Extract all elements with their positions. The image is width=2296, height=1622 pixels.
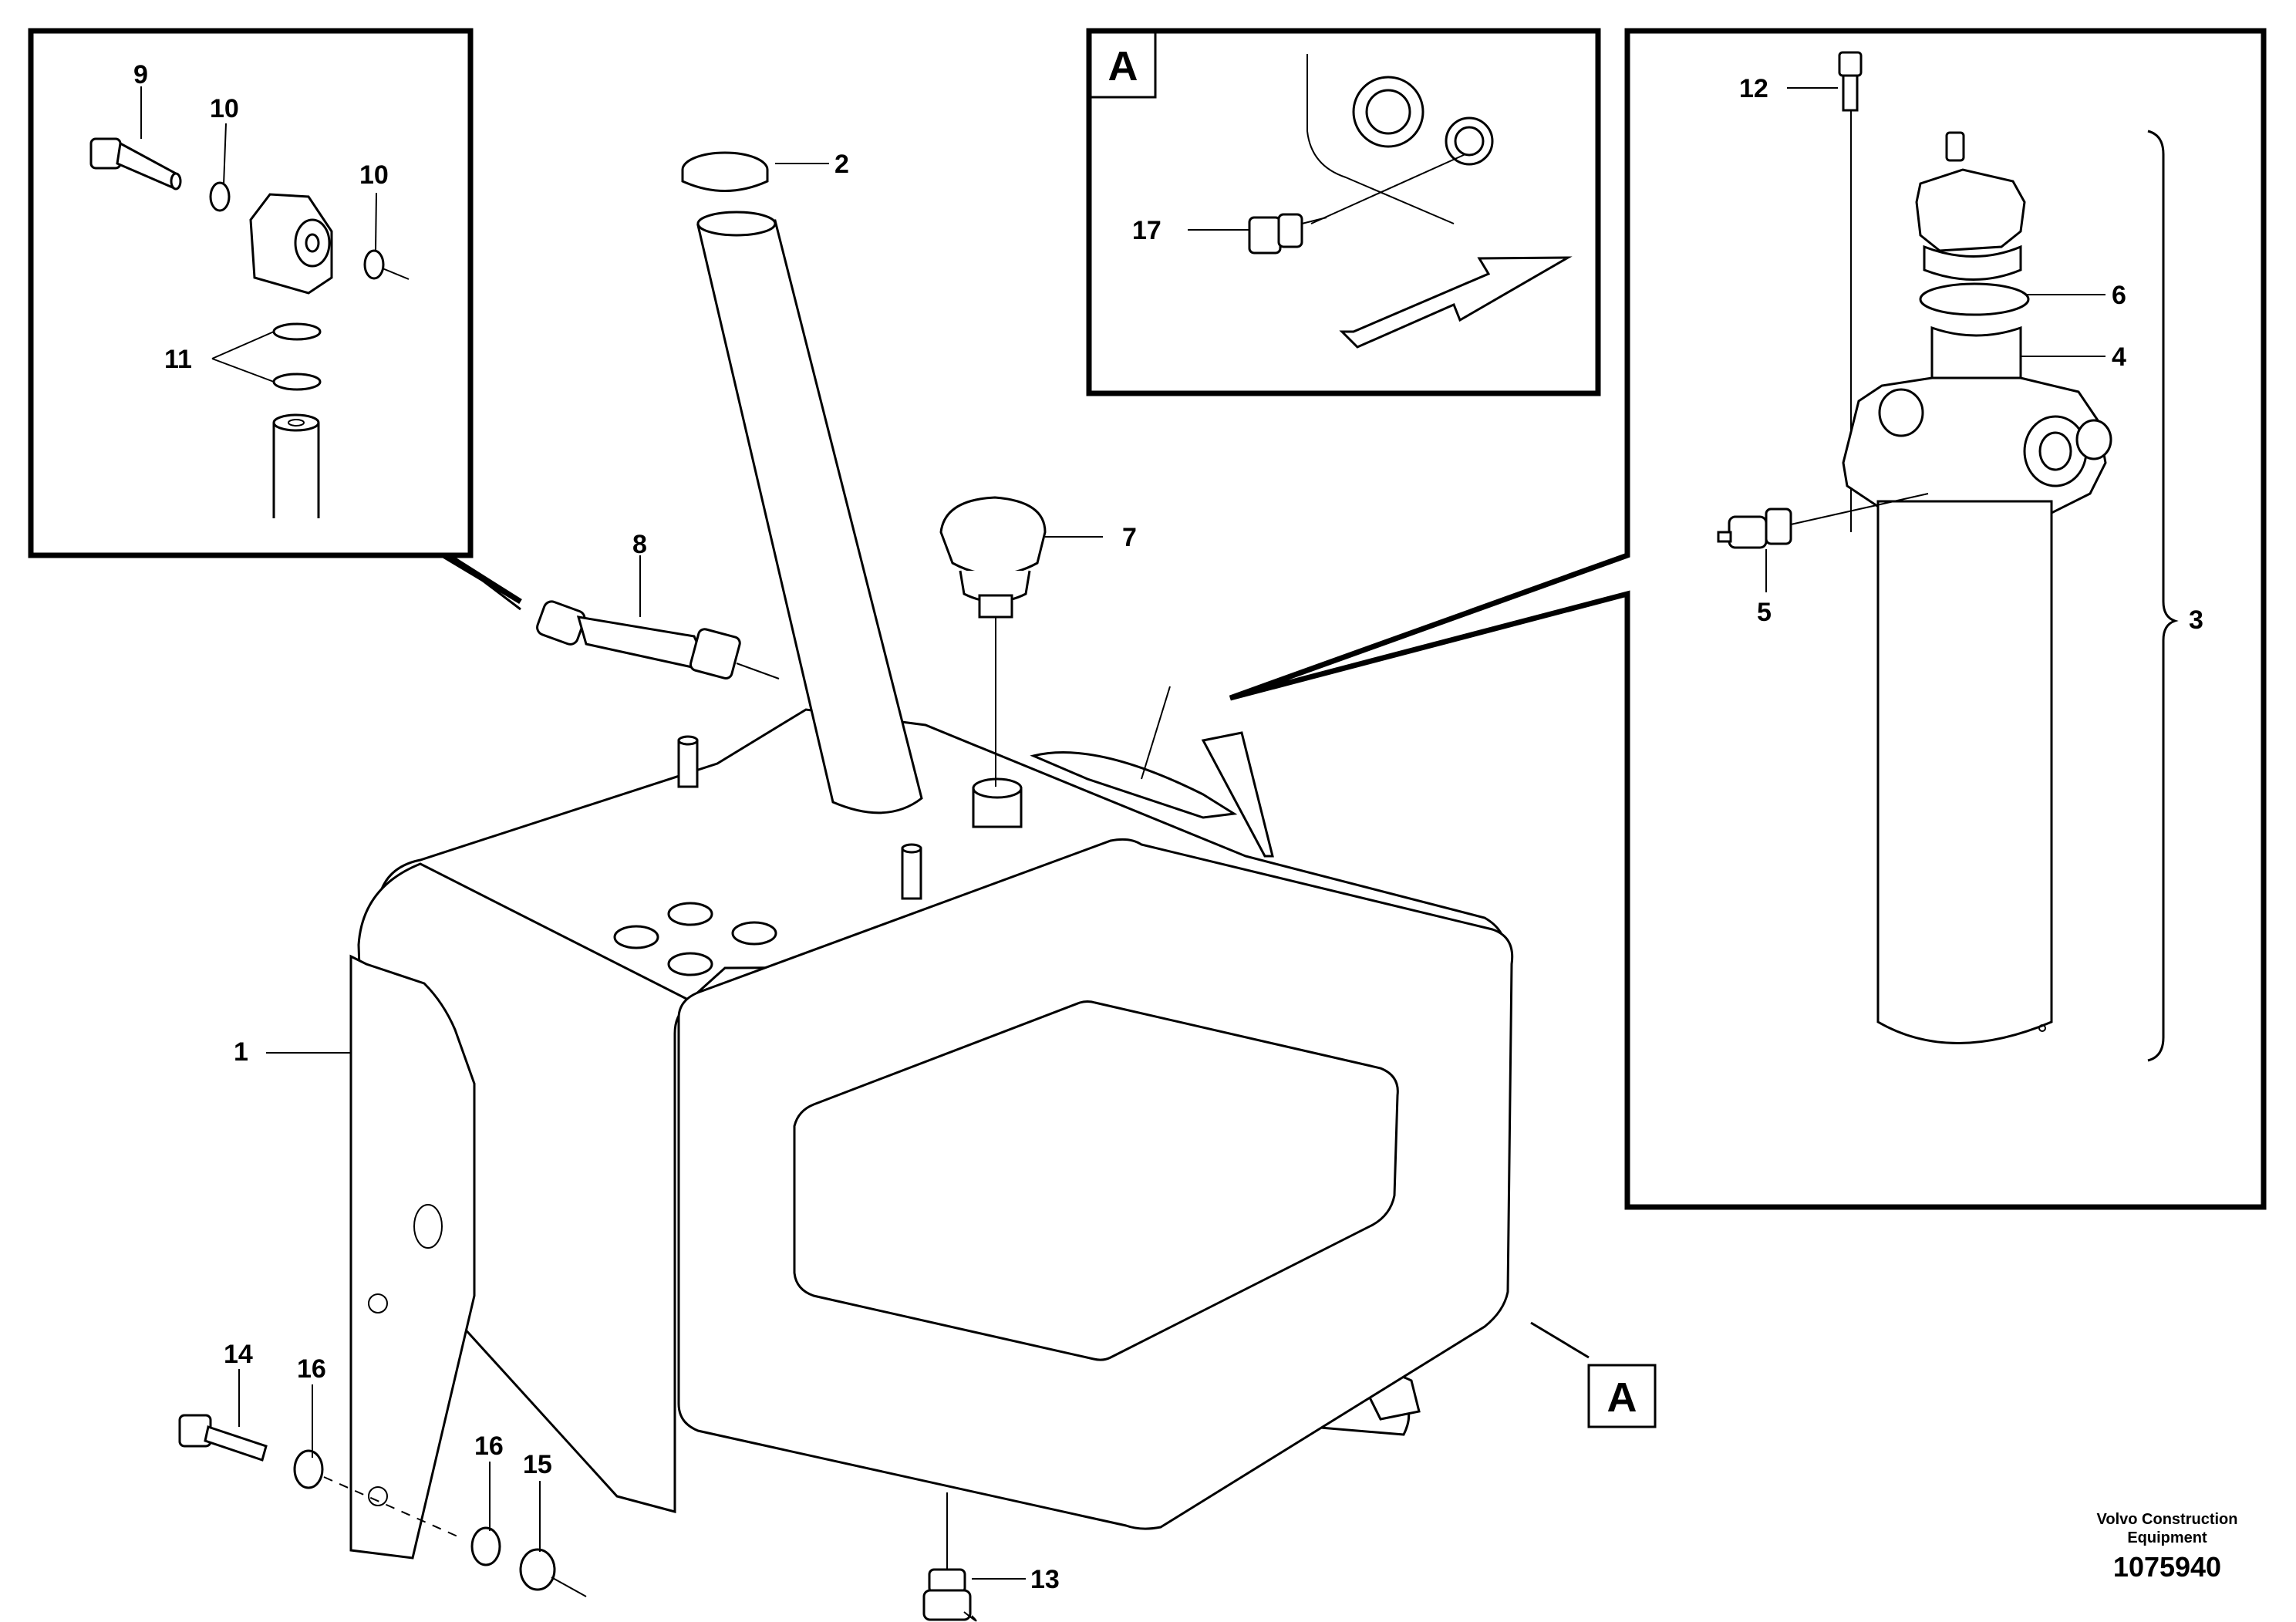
- brand-block: Volvo Construction Equipment 1075940: [2097, 1511, 2238, 1583]
- pipe-section: [272, 413, 320, 518]
- label-part-7: 7: [1122, 523, 1137, 552]
- label-part-8: 8: [632, 530, 647, 559]
- label-part-12: 12: [1739, 74, 1768, 103]
- filler-neck: [696, 211, 923, 814]
- label-part-1: 1: [234, 1037, 248, 1067]
- filter-cap: [1915, 131, 2026, 281]
- view-a-badge-label: A: [1108, 43, 1138, 89]
- bracket-washer-right: [470, 1526, 501, 1566]
- label-part-2: 2: [834, 150, 849, 179]
- label-part-5: 5: [1757, 598, 1772, 627]
- o-ring-lower: [272, 373, 322, 391]
- part-labels: 1 2 3 4 5 6 7 8 9 10 10 11 12 13 14 15 1…: [133, 60, 2203, 1594]
- view-a-badge: [1089, 31, 1157, 99]
- label-part-13: 13: [1030, 1565, 1060, 1594]
- brand-line-1: Volvo Construction: [2097, 1511, 2238, 1528]
- washer-right: [363, 249, 385, 280]
- bracket-bolt: [178, 1414, 268, 1462]
- filler-cap: [681, 151, 769, 192]
- mounting-screw: [1838, 51, 1863, 112]
- label-part-15: 15: [523, 1450, 552, 1479]
- direction-arrow: [1339, 256, 1573, 349]
- view-a-callout-label: A: [1607, 1374, 1637, 1421]
- washer-left: [209, 181, 231, 212]
- return-hose: [536, 600, 780, 679]
- assembly-brace: [2147, 130, 2179, 1062]
- top-port-bosses: [613, 902, 777, 976]
- label-part-6: 6: [2112, 281, 2126, 310]
- label-part-16-right: 16: [474, 1431, 504, 1461]
- banjo-fitting: [249, 193, 333, 295]
- bracket-nut: [519, 1548, 556, 1591]
- view-a-callout-badge: [1587, 1364, 1657, 1428]
- filter-head: [1842, 376, 2112, 534]
- pressure-switch: [1717, 508, 1792, 549]
- label-part-17: 17: [1132, 216, 1161, 245]
- label-part-10-right: 10: [359, 160, 389, 190]
- inset-view-a: A: [1086, 28, 1601, 396]
- label-part-9: 9: [133, 60, 148, 89]
- mounting-bracket: [349, 954, 476, 1560]
- drain-plug: [922, 1568, 977, 1622]
- label-part-10-left: 10: [210, 94, 239, 123]
- label-part-14: 14: [224, 1340, 253, 1369]
- o-ring-upper: [272, 322, 322, 341]
- inset-filter-assembly: [1229, 28, 2267, 1210]
- inset-fittings-detail: [28, 28, 522, 611]
- bracket-washer-left: [293, 1449, 324, 1489]
- banjo-bolt: [89, 137, 182, 191]
- temperature-sensor: [1248, 213, 1327, 255]
- hydraulic-tank: A: [178, 151, 1657, 1622]
- label-part-11: 11: [164, 345, 192, 374]
- label-part-3: 3: [2189, 605, 2203, 635]
- tank-front-panel: [793, 1000, 1399, 1361]
- label-part-4: 4: [2112, 342, 2126, 372]
- cap-o-ring: [1919, 282, 2030, 316]
- label-part-16-left: 16: [297, 1354, 326, 1384]
- brand-line-2: Equipment: [2127, 1529, 2207, 1546]
- breather-cap: [939, 496, 1047, 619]
- document-number: 1075940: [2113, 1551, 2221, 1583]
- filter-canister: [1876, 500, 2053, 1044]
